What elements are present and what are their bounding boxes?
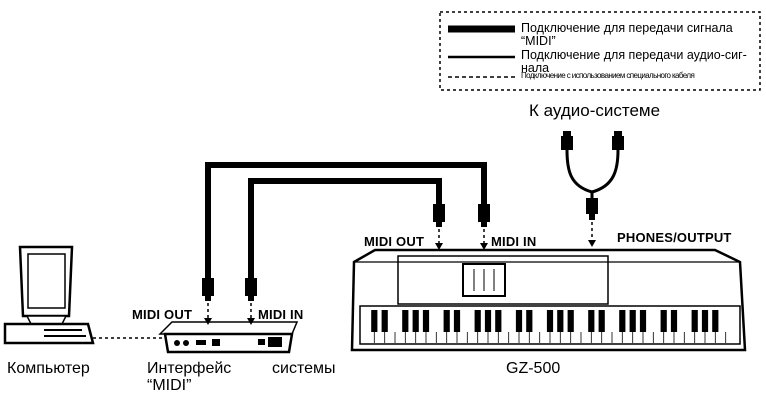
- midi-interface-device: [158, 321, 299, 354]
- black-key: [670, 310, 678, 332]
- black-key: [629, 310, 636, 332]
- midi-cable-inner: [248, 178, 442, 283]
- black-key: [443, 310, 450, 332]
- keyboard-device: [350, 248, 747, 352]
- black-key: [453, 310, 461, 332]
- keyboard-model-label: GZ-500: [506, 360, 561, 377]
- black-key: [712, 310, 719, 332]
- black-key: [412, 310, 419, 332]
- interface-power: [268, 337, 282, 347]
- computer-icon: [3, 245, 95, 345]
- midi-cable-outer: [205, 162, 487, 283]
- audio-y-cable: [561, 131, 624, 247]
- interface-switch: [258, 339, 265, 345]
- audio-plug-left-tip: [563, 131, 571, 137]
- black-key: [484, 310, 492, 332]
- black-key: [598, 310, 605, 332]
- legend-box: [439, 11, 761, 91]
- black-key: [691, 310, 698, 332]
- keyboard-control-panel: [397, 255, 609, 305]
- interface-midi-out-label: MIDI OUT: [132, 307, 193, 322]
- black-key: [660, 310, 667, 332]
- midi-plug-keyboard-out-tip: [436, 222, 442, 227]
- midi-plug-interface-out: [202, 278, 214, 296]
- interface-jack-2: [212, 339, 220, 346]
- black-key: [639, 310, 647, 332]
- black-key: [474, 310, 481, 332]
- audio-plug-bottom-tip: [589, 214, 595, 220]
- arrow-keyboard-out: [435, 243, 443, 250]
- phones-output-label: PHONES/OUTPUT: [617, 230, 732, 245]
- black-key: [546, 310, 554, 332]
- midi-plug-keyboard-in-tip: [481, 222, 487, 227]
- midi-plug-interface-out-tip: [205, 296, 211, 301]
- legend-border: [439, 11, 761, 91]
- black-key: [422, 310, 430, 332]
- black-key: [526, 310, 533, 332]
- black-key: [402, 310, 409, 332]
- audio-system-label: К аудио-системе: [529, 101, 661, 120]
- interface-top: [158, 321, 299, 335]
- black-key: [495, 310, 502, 332]
- black-key: [515, 310, 523, 332]
- audio-plug-right: [612, 136, 624, 150]
- interface-suffix-label: системы: [272, 360, 336, 377]
- arrow-interface-in: [247, 318, 255, 325]
- black-key: [371, 310, 378, 332]
- audio-arrow: [588, 240, 596, 247]
- interface-name-label-2: “MIDI”: [147, 377, 192, 394]
- keyboard-midi-in-label: MIDI IN: [491, 234, 537, 249]
- audio-plug-left: [561, 136, 573, 150]
- midi-plug-interface-in-tip: [248, 296, 254, 301]
- midi-plug-keyboard-out: [433, 204, 445, 222]
- black-key: [619, 310, 626, 332]
- interface-led-2: [183, 340, 189, 346]
- computer-label: Компьютер: [7, 360, 90, 377]
- midi-plug-keyboard-in: [478, 204, 490, 222]
- legend-audio-text: Подключение для передачи аудио-сиг-нала: [521, 48, 747, 75]
- legend-midi-text: Подключение для передачи сигнала “MIDI”: [521, 21, 733, 48]
- computer-case: [3, 322, 95, 345]
- interface-led-1: [174, 340, 180, 346]
- interface-name-label: Интерфейс: [147, 360, 232, 377]
- midi-cables: [202, 162, 490, 325]
- audio-plug-right-tip: [614, 131, 622, 137]
- arrow-interface-out: [204, 318, 212, 325]
- black-key: [588, 310, 595, 332]
- black-key: [381, 310, 388, 332]
- interface-front: [163, 332, 294, 354]
- midi-plug-interface-in: [245, 278, 257, 296]
- audio-plug-bottom: [586, 198, 598, 214]
- black-key: [701, 310, 709, 332]
- black-key: [557, 310, 564, 332]
- black-key: [567, 310, 574, 332]
- keyboard-keys: [371, 310, 727, 343]
- keyboard-midi-out-label: MIDI OUT: [364, 234, 425, 249]
- audio-cable-split: [565, 149, 620, 194]
- arrow-keyboard-in: [480, 243, 488, 250]
- interface-midi-in-label: MIDI IN: [258, 307, 304, 322]
- legend-special-text: Подключение с использованием специальног…: [521, 71, 695, 80]
- monitor-screen: [27, 253, 66, 309]
- interface-jack-1: [196, 340, 206, 345]
